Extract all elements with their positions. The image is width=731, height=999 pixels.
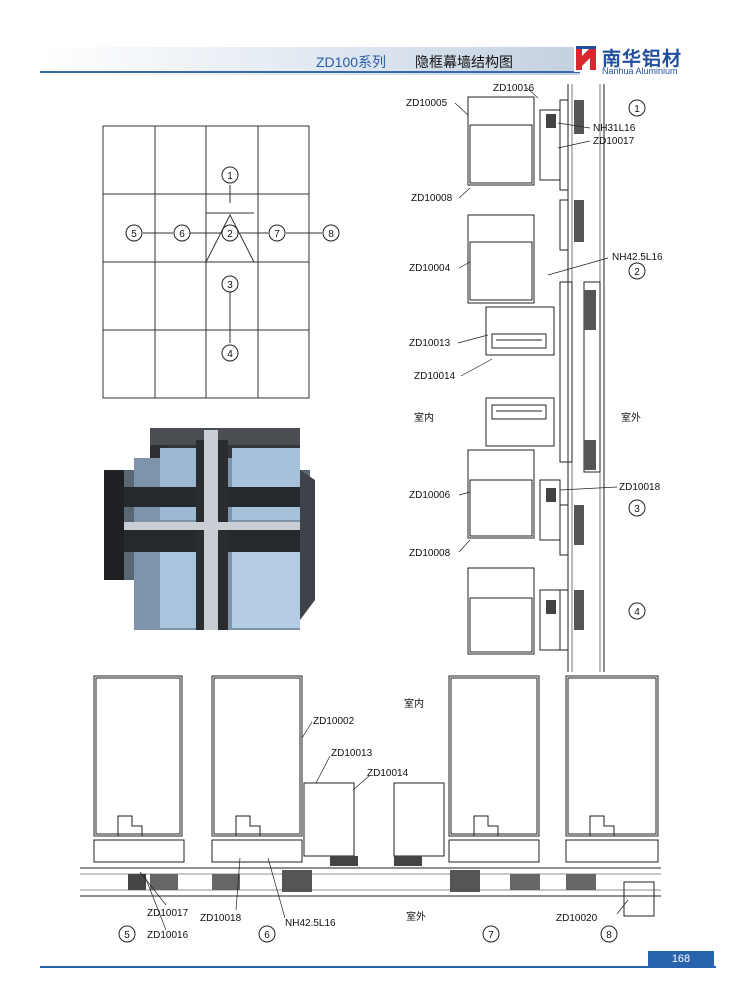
footer-rule — [40, 966, 716, 968]
brand-logo-icon — [574, 44, 598, 72]
vertical-section-fills — [546, 100, 596, 630]
page-number: 168 — [648, 951, 714, 967]
grid-elevation — [102, 125, 322, 399]
brand-name-cn: 南华铝材 — [602, 49, 683, 70]
section-marker-6: 6 — [258, 925, 276, 943]
vertical-section-markers: 1 2 3 4 — [628, 99, 646, 620]
label-zd10013-right: ZD10013 — [409, 338, 451, 349]
label-outdoor-bottom: 室外 — [406, 910, 426, 923]
svg-text:2: 2 — [634, 267, 640, 278]
label-zd10008-lower: ZD10008 — [409, 548, 451, 559]
section-marker-2: 2 — [628, 262, 646, 280]
section-marker-8: 8 — [600, 925, 618, 943]
marker-3: 3 — [221, 275, 239, 293]
horizontal-section — [80, 675, 661, 917]
svg-text:6: 6 — [264, 930, 270, 941]
svg-text:7: 7 — [488, 930, 494, 941]
label-zd10016-top: ZD10016 — [493, 83, 535, 94]
label-zd10014-bottom: ZD10014 — [367, 768, 409, 779]
marker-7: 7 — [268, 224, 286, 242]
label-zd10002: ZD10002 — [313, 716, 355, 727]
label-zd10018-right: ZD10018 — [619, 482, 661, 493]
label-nh42-5l16-right: NH42.5L16 — [612, 252, 663, 263]
horizontal-section-markers: 5 6 7 8 — [118, 925, 618, 943]
section-marker-5: 5 — [118, 925, 136, 943]
marker-1-label: 1 — [227, 171, 233, 182]
label-zd10016-bottom: ZD10016 — [147, 930, 189, 941]
section-marker-4: 4 — [628, 602, 646, 620]
marker-2-label: 2 — [227, 229, 233, 240]
label-zd10006: ZD10006 — [409, 490, 451, 501]
label-zd10013-bottom: ZD10013 — [331, 748, 373, 759]
vertical-section — [467, 84, 605, 672]
curtain-wall-3d-render — [104, 428, 315, 630]
section-marker-1: 1 — [628, 99, 646, 117]
marker-1: 1 — [221, 166, 239, 184]
label-zd10014-right: ZD10014 — [414, 371, 456, 382]
horizontal-section-fills — [128, 856, 596, 892]
marker-2: 2 — [221, 224, 239, 242]
vertical-section-labels: ZD10016 ZD10005 NH31L16 ZD10017 ZD10008 … — [406, 83, 663, 559]
marker-8: 8 — [322, 224, 340, 242]
brand-name-en: Nanhua Aluminium — [602, 66, 678, 76]
label-nh31l16: NH31L16 — [593, 123, 636, 134]
svg-text:8: 8 — [606, 930, 612, 941]
label-zd10005: ZD10005 — [406, 98, 448, 109]
marker-6: 6 — [173, 224, 191, 242]
label-outdoor-right: 室外 — [621, 411, 641, 424]
header-rule — [40, 71, 580, 73]
label-zd10020: ZD10020 — [556, 913, 598, 924]
marker-4: 4 — [221, 344, 239, 362]
svg-text:4: 4 — [634, 607, 640, 618]
svg-text:3: 3 — [634, 504, 640, 515]
marker-5-label: 5 — [131, 229, 137, 240]
label-zd10004: ZD10004 — [409, 263, 451, 274]
svg-text:5: 5 — [124, 930, 130, 941]
marker-4-label: 4 — [227, 349, 233, 360]
series-title: ZD100系列 — [316, 54, 387, 70]
grid-markers: 1 2 3 4 5 6 7 8 — [125, 166, 340, 362]
label-zd10017-right: ZD10017 — [593, 136, 635, 147]
marker-6-label: 6 — [179, 229, 185, 240]
page-title: 隐框幕墙结构图 — [415, 54, 513, 70]
label-indoor-bottom: 室内 — [404, 697, 424, 710]
vertical-section-leaders — [454, 87, 618, 553]
marker-3-label: 3 — [227, 280, 233, 291]
horizontal-section-leaders — [139, 721, 629, 931]
header-band — [40, 47, 580, 75]
label-nh42-5l16-bottom: NH42.5L16 — [285, 918, 336, 929]
section-marker-7: 7 — [482, 925, 500, 943]
label-zd10018-bottom: ZD10018 — [200, 913, 242, 924]
marker-7-label: 7 — [274, 229, 280, 240]
section-marker-3: 3 — [628, 499, 646, 517]
label-indoor-right: 室内 — [414, 411, 434, 424]
horizontal-section-labels: 室内 ZD10002 ZD10013 ZD10014 ZD10017 ZD100… — [147, 697, 598, 941]
svg-text:1: 1 — [634, 104, 640, 115]
marker-5: 5 — [125, 224, 143, 242]
marker-8-label: 8 — [328, 229, 334, 240]
label-zd10008-upper: ZD10008 — [411, 193, 453, 204]
label-zd10017-bottom: ZD10017 — [147, 908, 189, 919]
